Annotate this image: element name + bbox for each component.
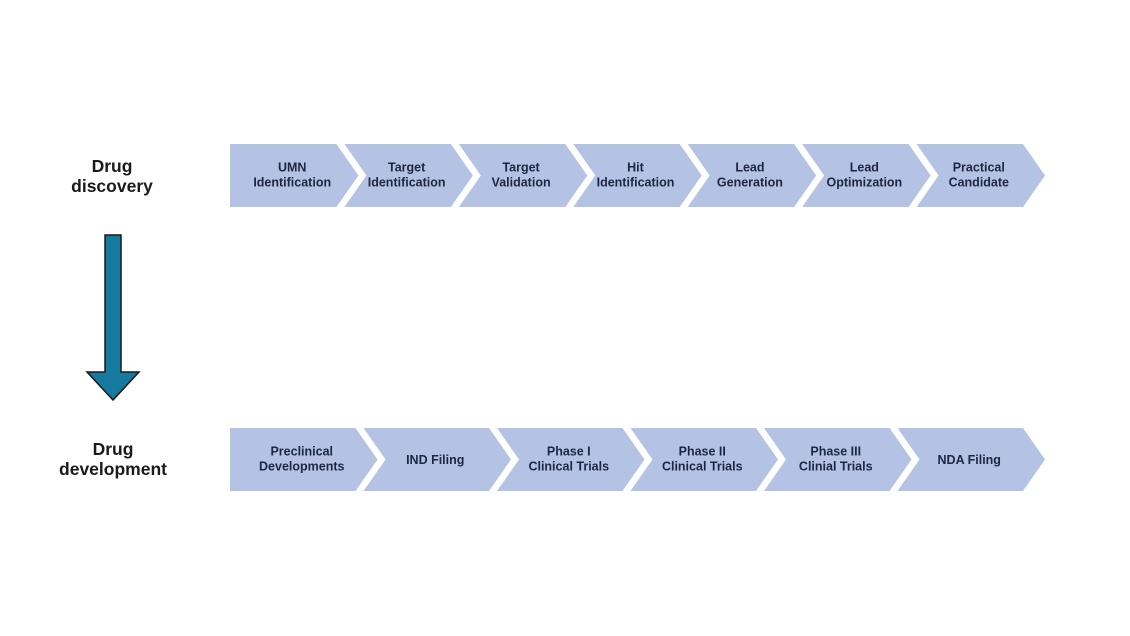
row-title-line: Drug — [91, 156, 133, 176]
process-step — [687, 144, 817, 207]
process-step — [897, 428, 1045, 491]
row-title-drug-discovery: Drug discovery — [27, 156, 197, 196]
process-step-label: NDA Filing — [938, 453, 1001, 467]
row-title-line: Drug — [92, 439, 134, 459]
down-arrow-icon — [85, 234, 141, 402]
process-step — [344, 144, 473, 207]
process-step-label: IND Filing — [406, 453, 464, 467]
process-step — [230, 428, 378, 491]
process-step — [573, 144, 702, 207]
process-step — [764, 428, 912, 491]
process-step — [458, 144, 588, 207]
process-step — [916, 144, 1045, 207]
process-step — [802, 144, 931, 207]
process-step — [497, 428, 645, 491]
process-step — [630, 428, 778, 491]
process-step — [230, 144, 359, 207]
row-title-line: discovery — [71, 176, 153, 196]
row-title-drug-development: Drug development — [28, 439, 198, 479]
down-arrow-shape — [85, 234, 141, 402]
process-step — [363, 428, 511, 491]
row-title-line: development — [59, 459, 167, 479]
